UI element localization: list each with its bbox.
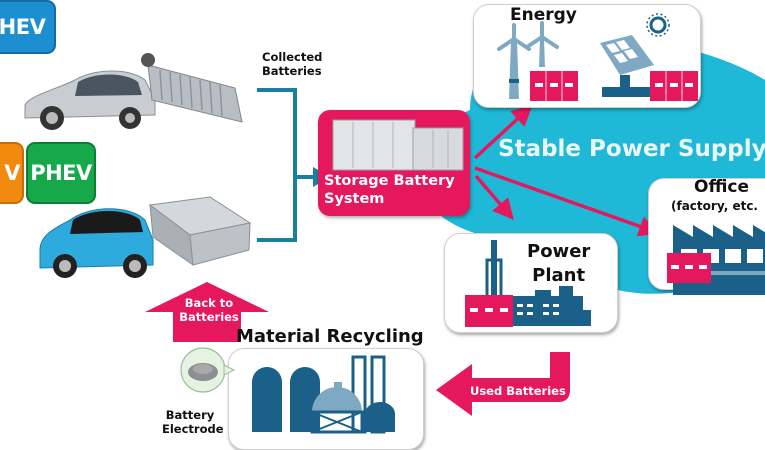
ev-badge: V xyxy=(0,142,24,204)
hybrid-car-image xyxy=(24,70,156,130)
hev-badge-label: HEV xyxy=(0,15,46,39)
silo-left xyxy=(252,367,282,432)
electric-car-roof xyxy=(70,211,143,234)
storage-container-small xyxy=(412,127,464,171)
storage-container-image xyxy=(332,119,464,171)
battery-container-icon xyxy=(650,71,698,101)
back-to-batteries-label: Back to Batteries xyxy=(179,296,239,324)
storage-container-large xyxy=(332,119,416,171)
energy-card: Energy xyxy=(473,4,701,108)
battery-container-icon xyxy=(530,71,578,101)
recycling-plant-icon xyxy=(252,355,395,434)
electric-car-image xyxy=(39,208,154,278)
connector-bracket xyxy=(257,88,297,242)
dome-tank xyxy=(312,387,362,412)
office-label: Office xyxy=(694,177,750,197)
hybrid-battery-pack xyxy=(147,64,243,123)
storage-system-label: Storage Battery System xyxy=(324,173,455,207)
energy-label: Energy xyxy=(510,5,577,25)
power-plant-card: Power Plant xyxy=(444,233,618,333)
arrow-to-office xyxy=(474,166,660,237)
used-batteries-arrow-shape xyxy=(436,352,570,416)
battery-container-icon xyxy=(667,253,711,283)
hybrid-battery-pack-image xyxy=(141,53,243,123)
battery-electrode-label: Battery Electrode xyxy=(162,408,224,436)
solar-panel-icon xyxy=(600,35,654,97)
sun-icon xyxy=(646,13,670,37)
back-to-batteries-arrow-shape xyxy=(145,282,269,342)
stable-power-supply-label: Stable Power Supply xyxy=(498,136,765,162)
arrow-to-energy xyxy=(473,104,533,160)
phev-badge: PHEV xyxy=(26,142,96,204)
distribution-arrows xyxy=(473,104,660,237)
used-batteries-arrow xyxy=(436,352,570,416)
power-plant-label: Power Plant xyxy=(527,241,591,286)
arrow-to-power-plant xyxy=(474,174,514,220)
ev-badge-label: V xyxy=(4,161,20,185)
wind-turbine-icon xyxy=(497,21,559,99)
office-card: Office (factory, etc. xyxy=(648,177,765,295)
hybrid-car-windows xyxy=(75,74,142,96)
back-to-batteries-arrow xyxy=(145,282,269,342)
hev-badge: HEV xyxy=(0,0,56,54)
battery-electrode-bubble xyxy=(180,347,236,393)
ev-battery-pack-image xyxy=(148,196,252,267)
used-batteries-label: Used Batteries xyxy=(470,384,566,398)
storage-battery-system: Storage Battery System xyxy=(318,110,470,216)
phev-badge-label: PHEV xyxy=(30,161,92,185)
collected-batteries-label: Collected Batteries xyxy=(262,50,323,78)
power-plant-icon xyxy=(465,240,591,327)
material-recycling-label: Material Recycling xyxy=(236,326,424,347)
office-sub-label: (factory, etc. xyxy=(671,199,758,213)
